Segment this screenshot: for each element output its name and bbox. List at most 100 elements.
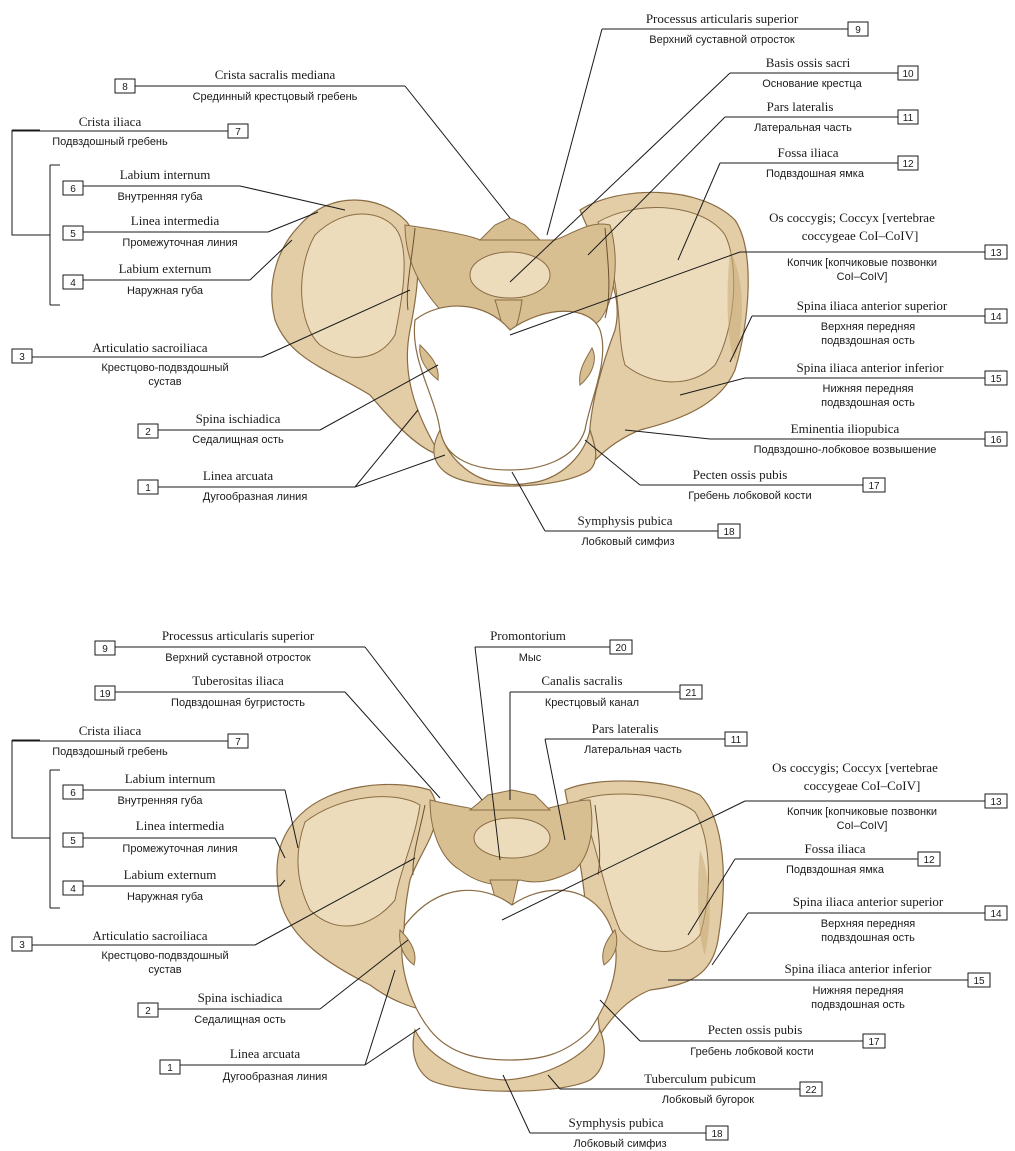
svg-text:Crista sacralis mediana: Crista sacralis mediana xyxy=(215,67,336,82)
label-crista-iliaca-top: Crista iliaca Подвздошный гребень 7 xyxy=(12,114,248,148)
svg-text:Внутренняя губа: Внутренняя губа xyxy=(117,191,203,203)
svg-text:Лобковый симфиз: Лобковый симфиз xyxy=(573,1138,666,1150)
svg-text:Spina ischiadica: Spina ischiadica xyxy=(196,411,281,426)
label-eminentia-iliopubica: Eminentia iliopubica Подвздошно-лобковое… xyxy=(625,421,1007,456)
svg-text:Spina iliaca anterior inferior: Spina iliaca anterior inferior xyxy=(785,961,933,976)
svg-text:Верхний суставной отросток: Верхний суставной отросток xyxy=(165,652,311,664)
svg-text:Срединный крестцовый гребень: Срединный крестцовый гребень xyxy=(193,91,358,103)
svg-text:Лобковый бугорок: Лобковый бугорок xyxy=(662,1094,754,1106)
svg-text:Копчик [копчиковые позвонки: Копчик [копчиковые позвонки xyxy=(787,806,937,818)
svg-text:сустав: сустав xyxy=(148,964,181,976)
svg-text:Crista iliaca: Crista iliaca xyxy=(79,114,142,129)
svg-text:Подвздошная ямка: Подвздошная ямка xyxy=(766,168,865,180)
svg-text:Нижняя передняя: Нижняя передняя xyxy=(823,383,914,395)
svg-text:Подвздошно-лобковое возвышение: Подвздошно-лобковое возвышение xyxy=(754,444,937,456)
svg-text:Os coccygis; Coccyx [vertebrae: Os coccygis; Coccyx [vertebrae xyxy=(769,210,935,225)
label-linea-intermedia-top: 5 Linea intermedia Промежуточная линия xyxy=(63,212,318,249)
svg-text:Promontorium: Promontorium xyxy=(490,628,566,643)
svg-text:coccygeae CoI–CoIV]: coccygeae CoI–CoIV] xyxy=(804,778,921,793)
svg-text:Os coccygis; Coccyx [vertebrae: Os coccygis; Coccyx [vertebrae xyxy=(772,760,938,775)
svg-text:Articulatio sacroiliaca: Articulatio sacroiliaca xyxy=(92,928,207,943)
svg-text:подвздошная ость: подвздошная ость xyxy=(821,335,915,347)
svg-text:подвздошная ость: подвздошная ость xyxy=(811,999,905,1011)
svg-text:5: 5 xyxy=(70,836,76,847)
svg-text:Дугообразная линия: Дугообразная линия xyxy=(203,491,308,503)
svg-text:сустав: сустав xyxy=(148,376,181,388)
svg-text:17: 17 xyxy=(868,1037,880,1048)
svg-text:Седалищная ость: Седалищная ость xyxy=(192,434,284,446)
crista-iliaca-bracket xyxy=(12,130,60,305)
svg-text:7: 7 xyxy=(235,127,241,138)
svg-text:Labium internum: Labium internum xyxy=(120,167,211,182)
svg-text:подвздошная ость: подвздошная ость xyxy=(821,397,915,409)
svg-text:20: 20 xyxy=(615,643,627,654)
svg-text:Крестцово-подвздошный: Крестцово-подвздошный xyxy=(101,362,228,374)
svg-text:Symphysis pubica: Symphysis pubica xyxy=(569,1115,664,1130)
svg-text:Fossa iliaca: Fossa iliaca xyxy=(777,145,838,160)
svg-text:Eminentia iliopubica: Eminentia iliopubica xyxy=(791,421,900,436)
svg-text:9: 9 xyxy=(102,644,108,655)
svg-text:16: 16 xyxy=(990,435,1002,446)
svg-text:Гребень лобковой кости: Гребень лобковой кости xyxy=(690,1046,813,1058)
svg-text:Labium internum: Labium internum xyxy=(125,771,216,786)
svg-text:Основание крестца: Основание крестца xyxy=(762,78,862,90)
svg-text:5: 5 xyxy=(70,229,76,240)
svg-text:12: 12 xyxy=(923,855,935,866)
svg-text:1: 1 xyxy=(167,1063,173,1074)
svg-text:3: 3 xyxy=(19,940,25,951)
svg-text:4: 4 xyxy=(70,884,76,895)
svg-text:18: 18 xyxy=(723,527,735,538)
svg-text:18: 18 xyxy=(711,1129,723,1140)
svg-text:Наружная губа: Наружная губа xyxy=(127,285,204,297)
svg-text:6: 6 xyxy=(70,788,76,799)
svg-text:4: 4 xyxy=(70,278,76,289)
svg-text:Подвздошный гребень: Подвздошный гребень xyxy=(52,136,168,148)
svg-text:Нижняя передняя: Нижняя передняя xyxy=(813,985,904,997)
svg-text:Crista iliaca: Crista iliaca xyxy=(79,723,142,738)
svg-text:Подвздошный гребень: Подвздошный гребень xyxy=(52,746,168,758)
svg-text:2: 2 xyxy=(145,427,151,438)
svg-text:10: 10 xyxy=(902,69,914,80)
label-crista-iliaca-bottom: Crista iliaca Подвздошный гребень 7 xyxy=(12,723,248,758)
svg-text:9: 9 xyxy=(855,25,861,36)
svg-text:Крестцово-подвздошный: Крестцово-подвздошный xyxy=(101,950,228,962)
svg-text:Латеральная часть: Латеральная часть xyxy=(584,744,682,756)
svg-text:Седалищная ость: Седалищная ость xyxy=(194,1014,286,1026)
svg-text:Подвздошная бугристость: Подвздошная бугристость xyxy=(171,697,305,709)
svg-text:21: 21 xyxy=(685,688,697,699)
svg-text:Мыс: Мыс xyxy=(519,652,542,664)
svg-text:Linea intermedia: Linea intermedia xyxy=(136,818,225,833)
label-labium-internum-top: 6 Labium internum Внутренняя губа xyxy=(63,167,345,210)
svg-text:Pecten ossis pubis: Pecten ossis pubis xyxy=(708,1022,803,1037)
svg-text:Pars lateralis: Pars lateralis xyxy=(767,99,834,114)
svg-text:7: 7 xyxy=(235,737,241,748)
svg-text:Дугообразная линия: Дугообразная линия xyxy=(223,1071,328,1083)
svg-text:Fossa iliaca: Fossa iliaca xyxy=(804,841,865,856)
svg-text:Внутренняя губа: Внутренняя губа xyxy=(117,795,203,807)
svg-text:CoI–CoIV]: CoI–CoIV] xyxy=(837,271,888,283)
svg-text:14: 14 xyxy=(990,909,1002,920)
svg-text:1: 1 xyxy=(145,483,151,494)
svg-text:3: 3 xyxy=(19,352,25,363)
svg-text:Linea arcuata: Linea arcuata xyxy=(203,468,274,483)
svg-text:Canalis sacralis: Canalis sacralis xyxy=(541,673,622,688)
svg-text:17: 17 xyxy=(868,481,880,492)
svg-text:подвздошная ость: подвздошная ость xyxy=(821,932,915,944)
svg-text:Верхняя передняя: Верхняя передняя xyxy=(821,918,916,930)
svg-text:8: 8 xyxy=(122,82,128,93)
svg-text:Articulatio sacroiliaca: Articulatio sacroiliaca xyxy=(92,340,207,355)
pelvis-illustration-top xyxy=(272,192,748,486)
crista-iliaca-bracket-bottom xyxy=(12,740,60,908)
svg-text:Spina ischiadica: Spina ischiadica xyxy=(198,990,283,1005)
svg-text:Symphysis pubica: Symphysis pubica xyxy=(578,513,673,528)
svg-text:11: 11 xyxy=(731,735,742,746)
label-spina-iliaca-anterior-superior-top: Spina iliaca anterior superior Верхняя п… xyxy=(730,298,1007,362)
svg-text:Гребень лобковой кости: Гребень лобковой кости xyxy=(688,490,811,502)
label-spina-iliaca-anterior-inferior-bottom: Spina iliaca anterior inferior Нижняя пе… xyxy=(668,961,990,1011)
svg-text:Верхняя передняя: Верхняя передняя xyxy=(821,321,916,333)
svg-text:2: 2 xyxy=(145,1006,151,1017)
svg-text:22: 22 xyxy=(805,1085,817,1096)
svg-text:Латеральная часть: Латеральная часть xyxy=(754,122,852,134)
svg-text:Верхний суставной отросток: Верхний суставной отросток xyxy=(649,34,795,46)
svg-text:Наружная губа: Наружная губа xyxy=(127,891,204,903)
